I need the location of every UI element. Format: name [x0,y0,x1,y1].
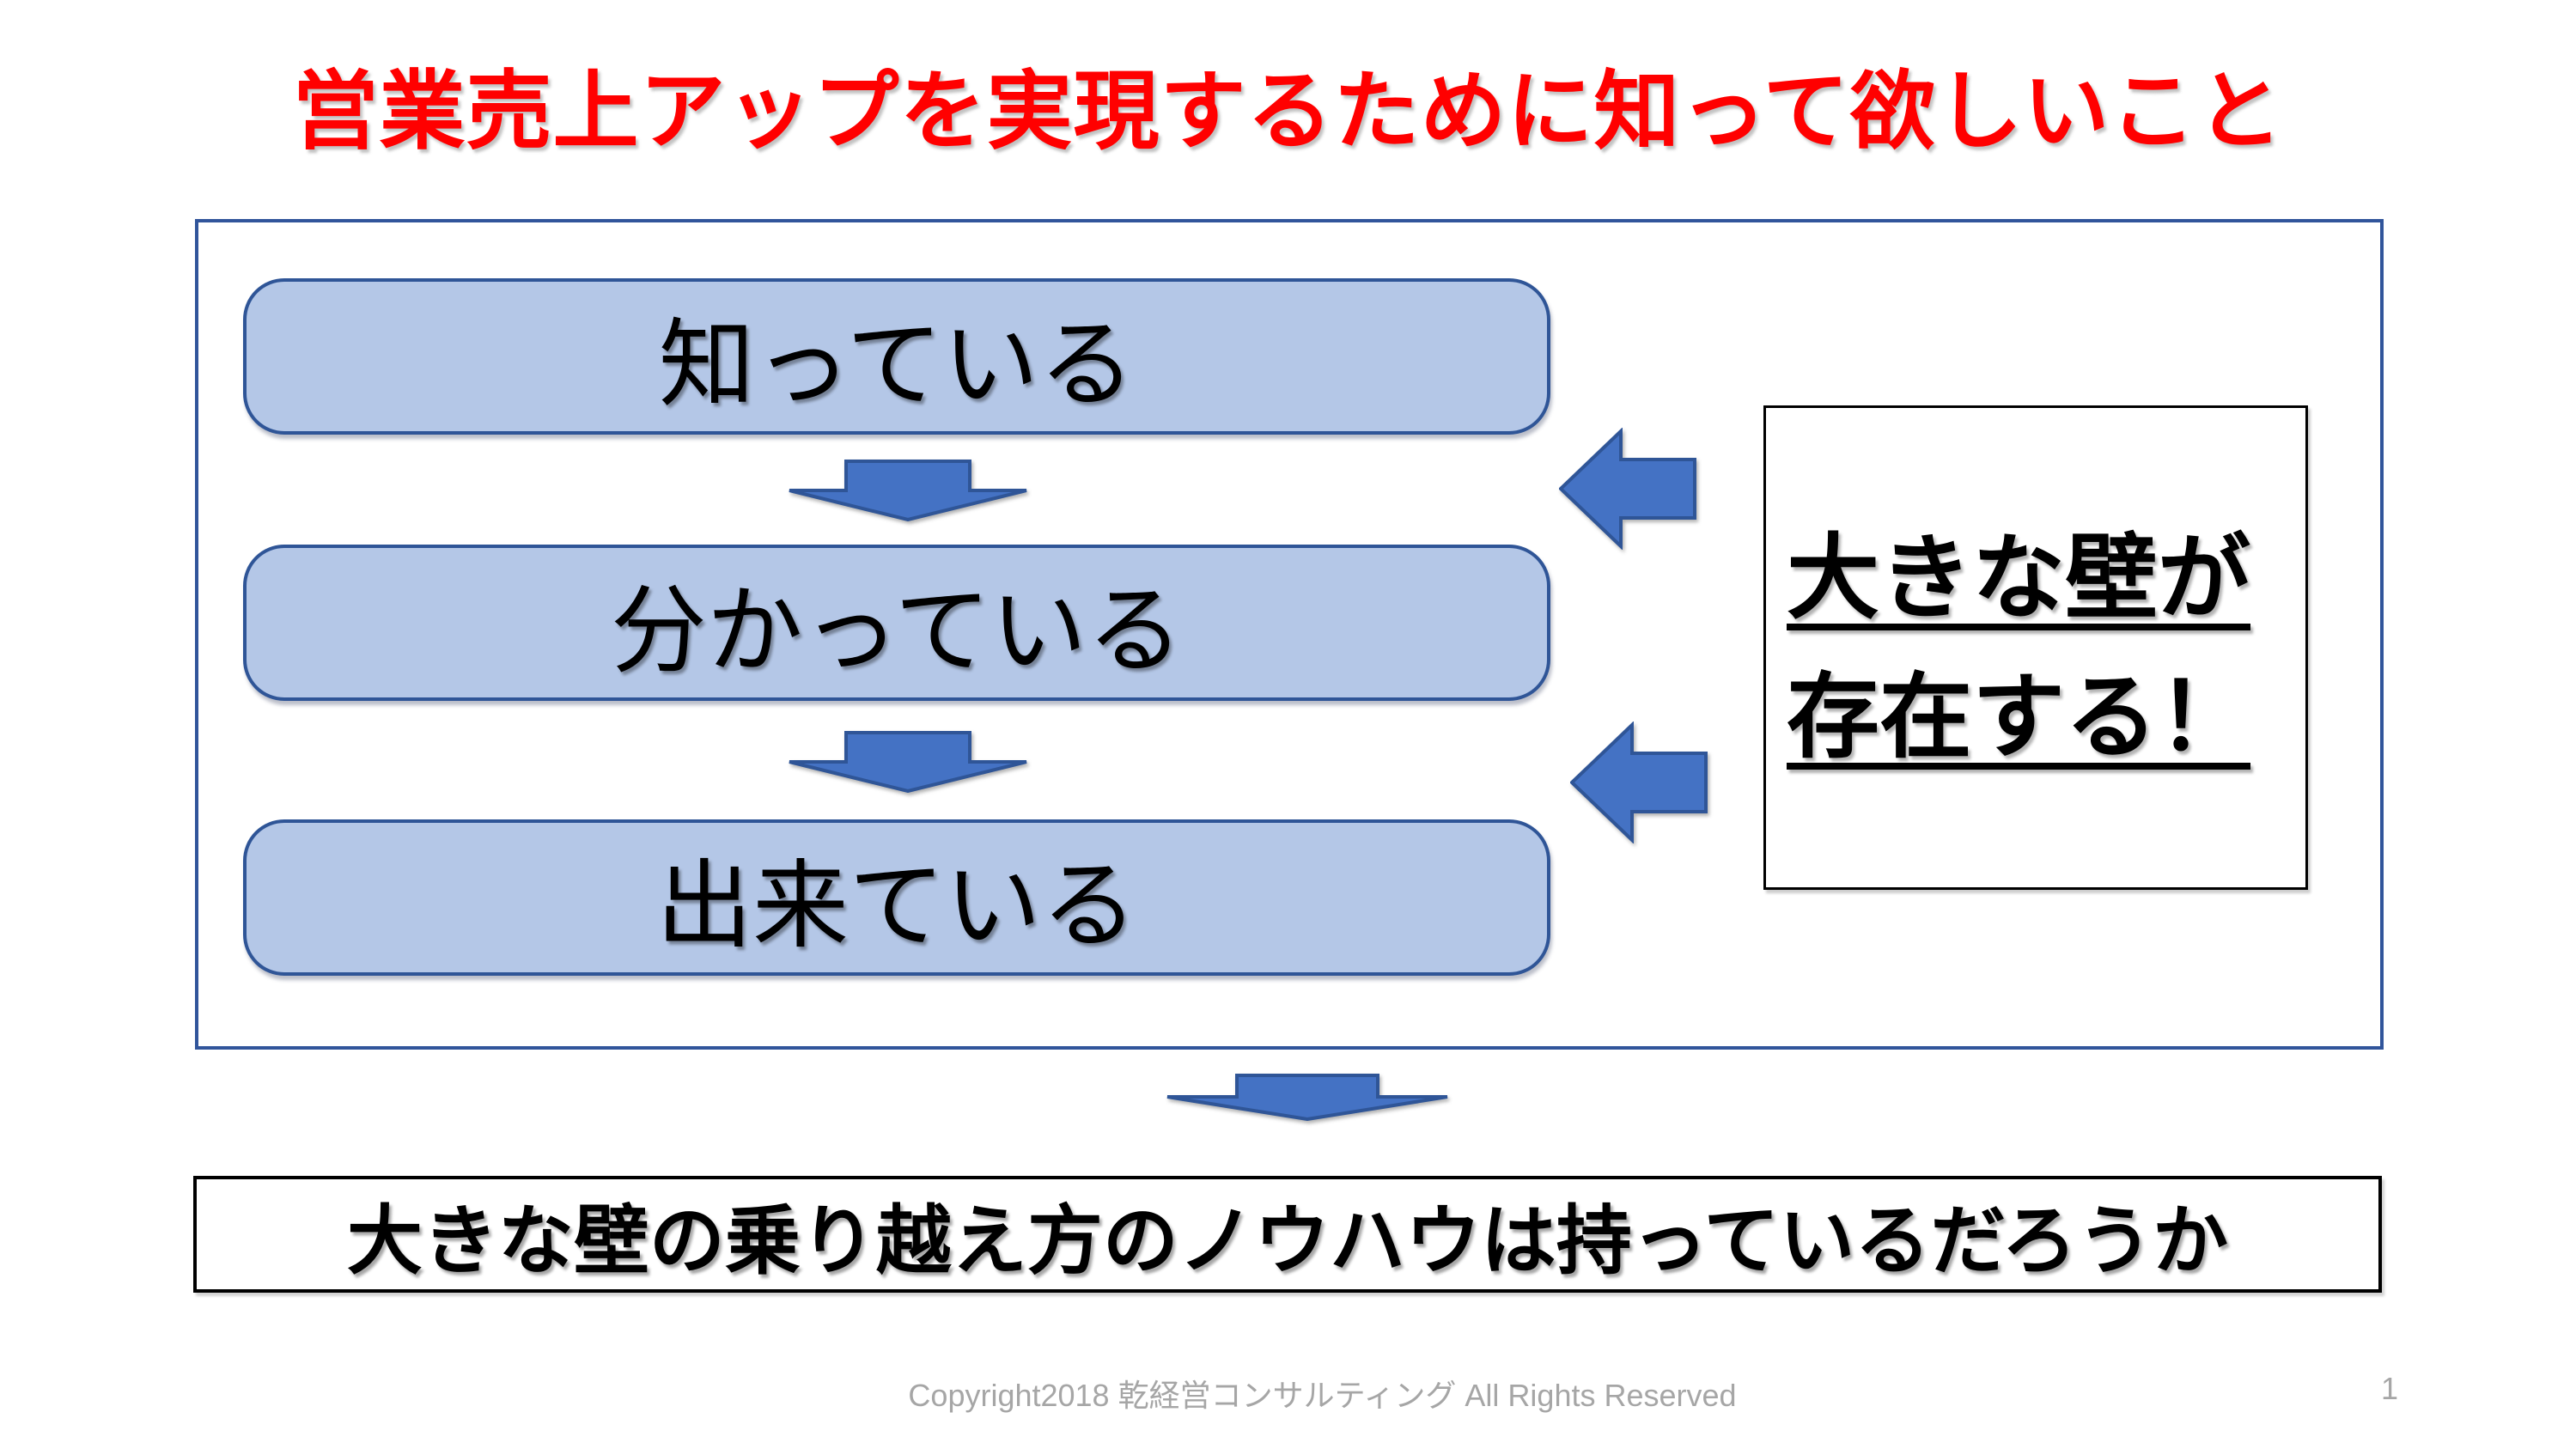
process-frame: 知っている 分かっている 出来ている 大きな壁が 存在する！ [195,219,2384,1050]
step-box-understanding: 分かっている [243,545,1550,701]
question-text: 大きな壁の乗り越え方のノウハウは持っているだろうか [346,1197,2229,1283]
step-label: 出来ている [656,852,1137,959]
down-arrow-icon [1166,1074,1448,1121]
step-label: 知っている [658,311,1136,418]
slide-title: 営業売上アップを実現するために知って欲しいこと [292,64,2284,160]
wall-note-panel: 大きな壁が 存在する！ [1763,405,2308,890]
footer-copyright: Copyright2018 乾経営コンサルティング All Rights Res… [908,1378,1737,1413]
step-box-doing: 出来ている [243,819,1550,976]
left-arrow-icon [1559,428,1696,550]
question-box: 大きな壁の乗り越え方のノウハウは持っているだろうか [193,1176,2382,1293]
step-label: 分かっている [610,577,1184,685]
page-number: 1 [2381,1371,2399,1406]
down-arrow-icon [789,460,1027,521]
left-arrow-icon [1570,721,1708,843]
wall-note-line: 大きな壁が [1787,526,2251,630]
wall-note-line: 存在する！ [1787,665,2251,769]
down-arrow-icon [789,731,1027,793]
step-box-knowing: 知っている [243,278,1550,435]
